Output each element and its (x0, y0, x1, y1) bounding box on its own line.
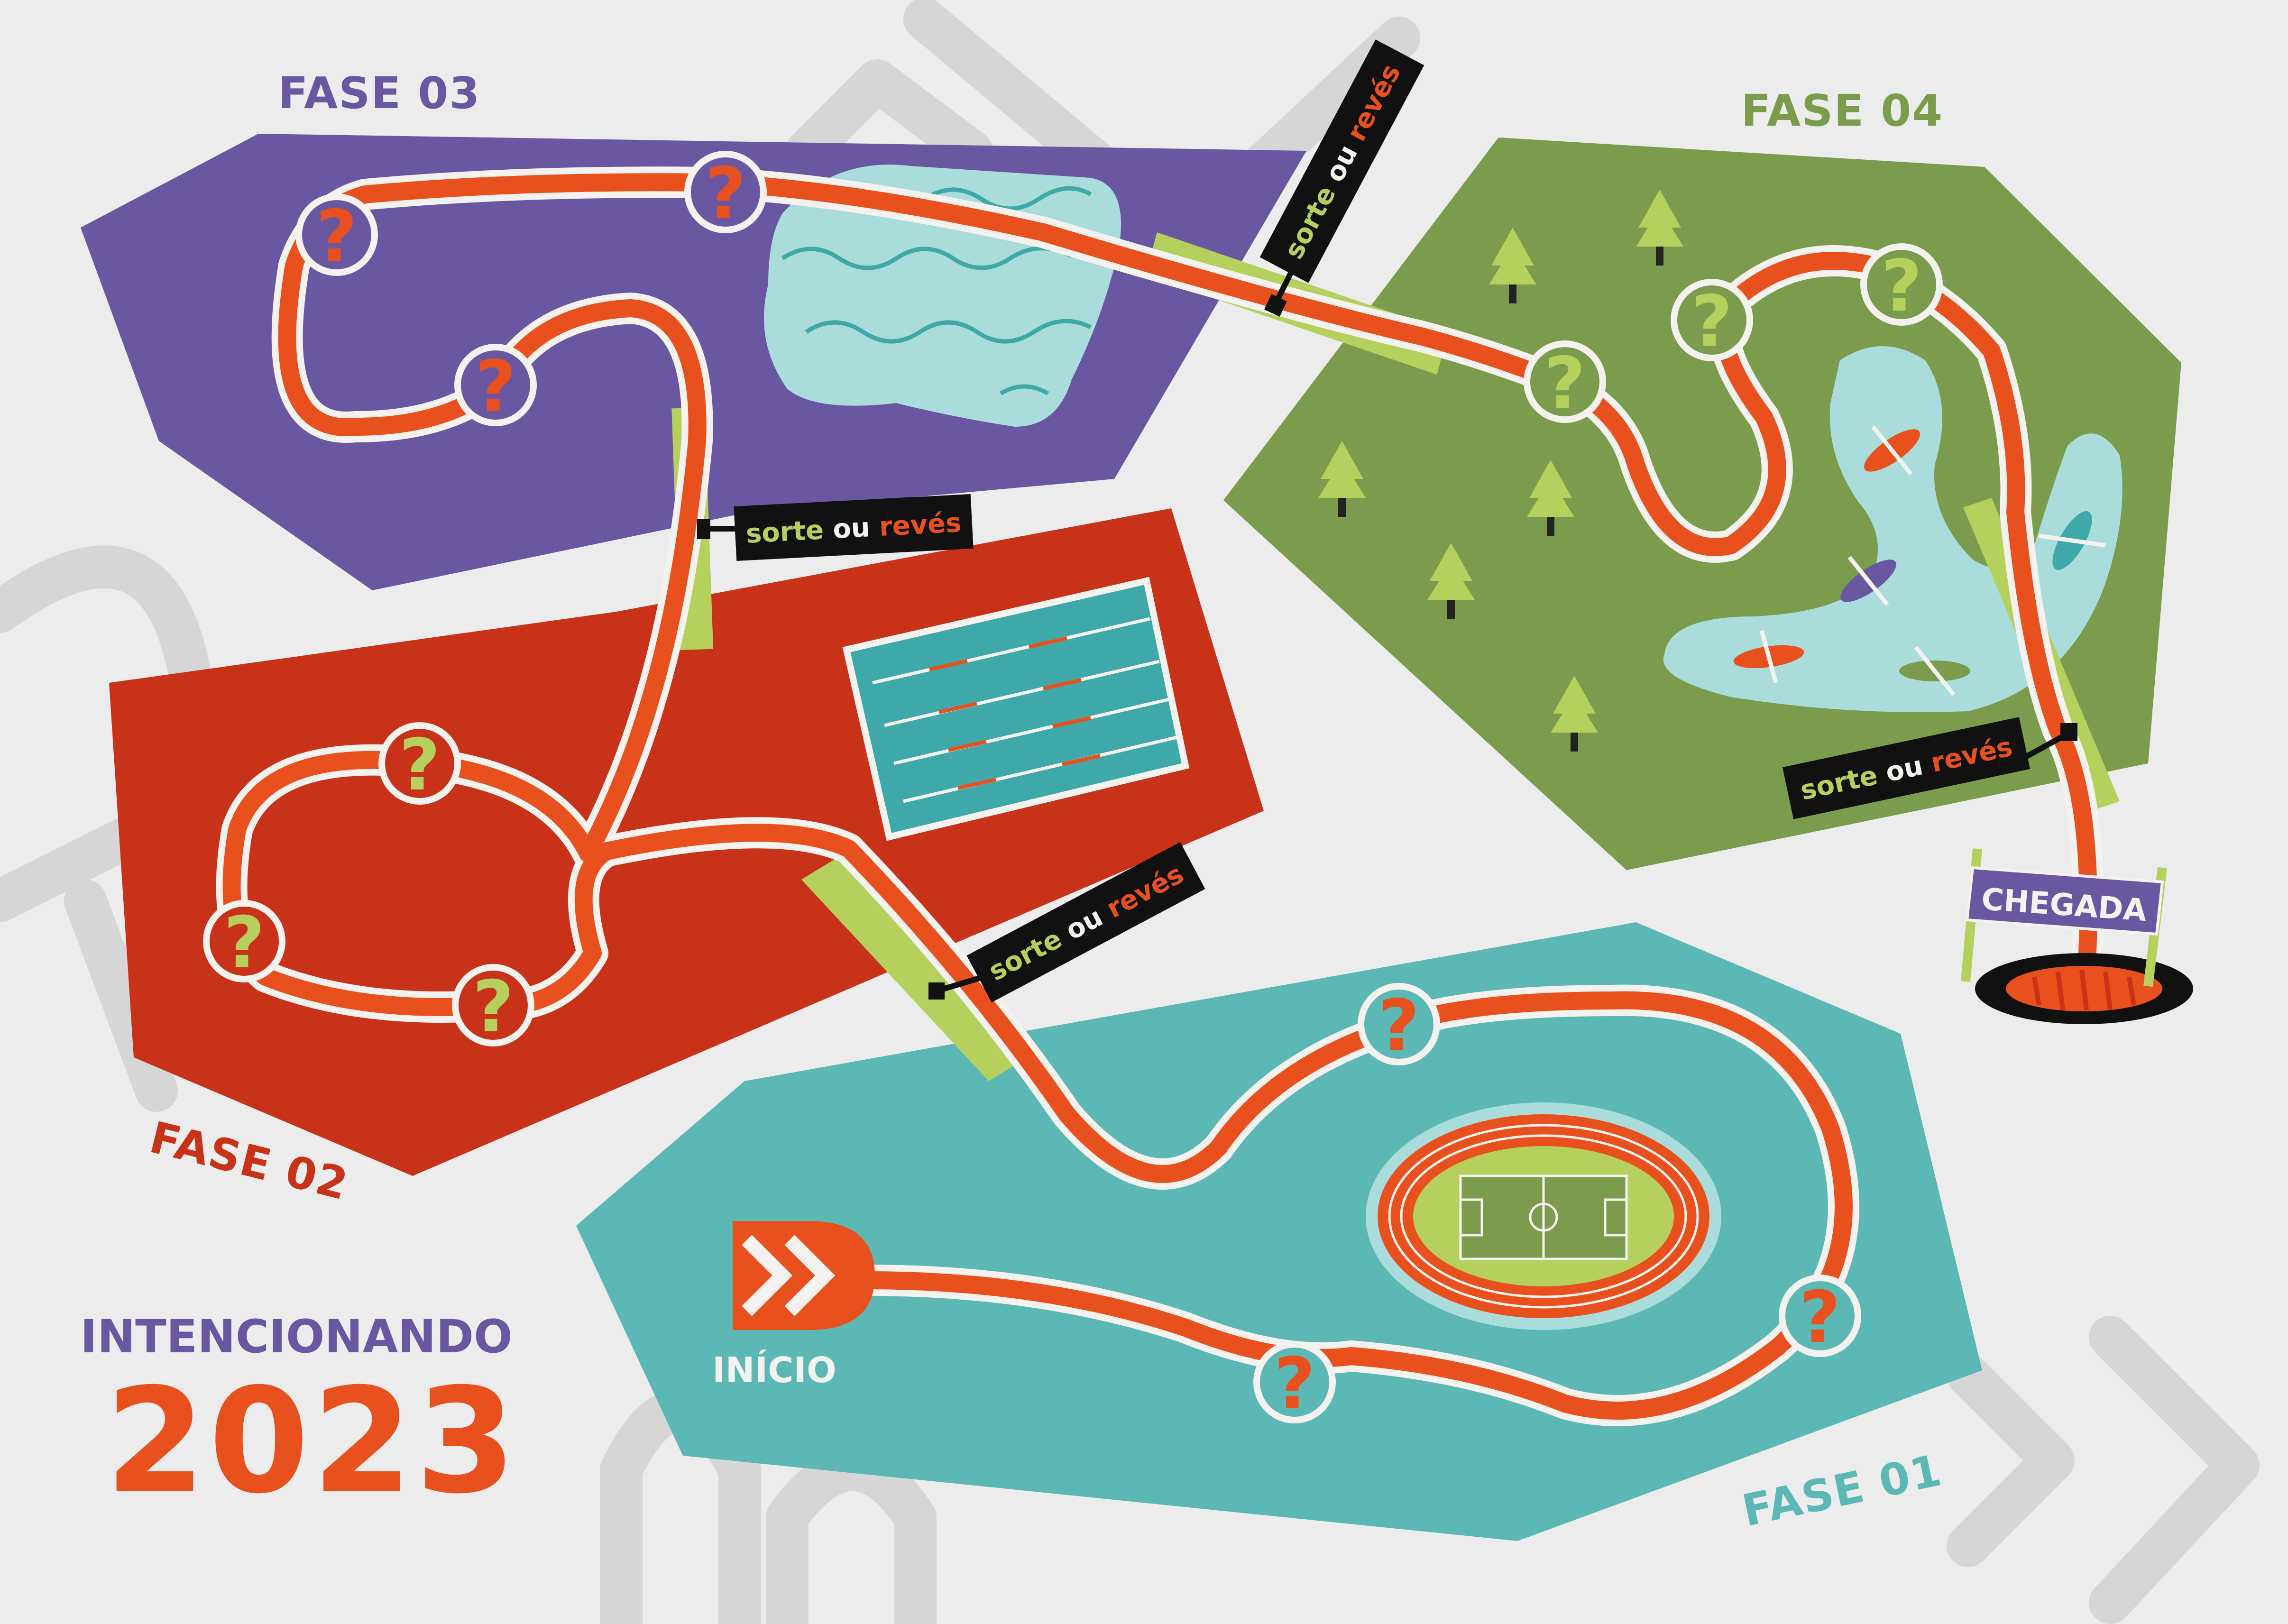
chance-sign[interactable]: sorte ou revés (697, 494, 974, 561)
question-mark: ? (1378, 985, 1419, 1067)
svg-text:sorte ou revés: sorte ou revés (745, 507, 962, 550)
finish-gate-icon (1961, 848, 2193, 1024)
kayak-icon (1899, 646, 1970, 696)
question-node[interactable]: ? (1358, 983, 1440, 1067)
chance-word-ou: ou (823, 512, 880, 545)
question-mark: ? (399, 724, 440, 807)
question-mark: ? (1544, 342, 1585, 425)
chance-word-sorte: sorte (745, 514, 824, 550)
title-line-1: INTENCIONANDO (80, 1310, 513, 1363)
question-nodes: ? ? ? ? ? ? ? ? ? ? ? ? (203, 151, 1943, 1425)
question-mark: ? (1691, 281, 1732, 363)
start-label: INÍCIO (712, 1349, 836, 1391)
question-node[interactable]: ? (454, 344, 537, 428)
trees-illustration (1318, 190, 1683, 752)
question-node[interactable]: ? (1671, 279, 1753, 363)
question-mark: ? (472, 966, 514, 1048)
tree-icon (1427, 543, 1475, 619)
question-node[interactable]: ? (378, 722, 461, 807)
question-mark: ? (705, 153, 746, 235)
question-node[interactable]: ? (1524, 340, 1606, 425)
title-year: 2023 (105, 1357, 519, 1525)
phase-04-region (1223, 138, 2181, 870)
phase-01-region (576, 922, 1982, 1541)
phase-04-label: FASE 04 (1741, 85, 1944, 136)
question-node[interactable]: ? (203, 900, 285, 984)
kayak-icon (1733, 630, 1804, 684)
swimming-pool-illustration (842, 577, 1190, 841)
phase-01-label: FASE 01 (1738, 1445, 1947, 1536)
double-chevron-icon (733, 1221, 875, 1330)
kayak-icon (1864, 425, 1920, 476)
stadium-illustration (1366, 1102, 1721, 1330)
question-node[interactable]: ? (1779, 1275, 1861, 1359)
question-node[interactable]: ? (1253, 1341, 1336, 1425)
question-mark: ? (223, 902, 265, 984)
tree-icon (1318, 441, 1366, 517)
question-mark: ? (316, 195, 357, 278)
chance-sign[interactable]: sorte ou revés (1782, 717, 2077, 819)
kayak-icon (1840, 556, 1896, 606)
question-mark: ? (475, 346, 516, 428)
question-mark: ? (1799, 1276, 1840, 1359)
question-mark: ? (1274, 1343, 1315, 1425)
tree-icon (1636, 190, 1683, 266)
chance-word-reves: revés (878, 507, 962, 542)
tree-icon (1489, 228, 1536, 303)
kayak-icon (2039, 511, 2106, 570)
phase-03-label: FASE 03 (278, 68, 481, 119)
tree-icon (1527, 460, 1574, 536)
question-node[interactable]: ? (684, 151, 767, 235)
question-node[interactable]: ? (295, 193, 378, 278)
question-mark: ? (1881, 245, 1922, 328)
question-node[interactable]: ? (452, 964, 534, 1048)
river-illustration (1663, 346, 2123, 712)
question-node[interactable]: ? (1860, 243, 1943, 328)
tree-icon (1551, 676, 1598, 752)
race-track (216, 166, 2104, 1426)
